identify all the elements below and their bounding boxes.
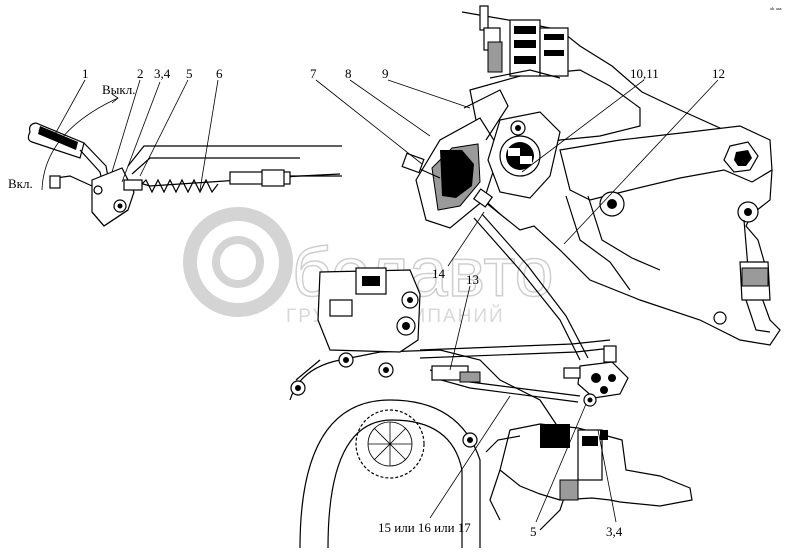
brake-lever-arm [472,111,561,215]
watermark-logo-icon [183,207,293,317]
callout-1: 1 [82,66,89,81]
cable-rods [419,213,613,403]
callout-10-11: 10,11 [630,66,659,81]
position-off-label: Выкл. [102,82,135,97]
position-labels: Выкл. Вкл. [8,82,135,191]
callout-14: 14 [432,266,446,281]
corner-mark: ᵃᵇ ᵃᵃᵃ [770,6,782,14]
callout-6: 6 [216,66,223,81]
callout-labels: 1 2 3,4 5 6 7 8 9 10,11 12 14 13 15 или … [82,66,725,539]
pedal-arm-right [559,125,773,223]
callout-3-4-top: 3,4 [154,66,171,81]
brake-assembly-top [401,5,781,346]
callout-2: 2 [137,66,144,81]
cable-junction-valve [563,345,629,407]
transmission-assembly [289,213,693,549]
callout-7: 7 [310,66,317,81]
lever-bracket [49,167,135,227]
gearbox-housing [485,423,693,521]
position-on-label: Вкл. [8,176,33,191]
callout-9: 9 [382,66,389,81]
callout-13: 13 [466,272,479,287]
valve-stack [479,5,569,79]
callout-5-top: 5 [186,66,193,81]
actuator-cylinder [739,219,771,333]
return-spring [139,178,219,194]
lever-inset [27,93,342,227]
flywheel-gear [299,399,481,549]
pump-body [290,267,421,396]
callout-12: 12 [712,66,725,81]
lever-swing-arc [41,97,119,191]
callout-8: 8 [345,66,352,81]
callout-15-16-17: 15 или 16 или 17 [378,520,471,535]
brake-chamber [401,89,509,229]
leader-lines [53,79,719,523]
callout-5-bottom: 5 [530,524,537,539]
callout-3-4-bottom: 3,4 [606,524,623,539]
cable-conduit-inset [127,145,342,187]
